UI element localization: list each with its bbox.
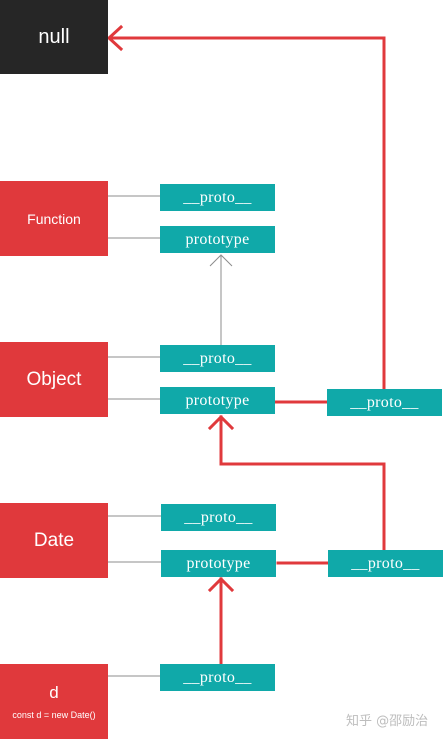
d-sublabel: const d = new Date() [12, 710, 96, 720]
object-prototype-box: prototype [160, 387, 275, 414]
function-prototype-arrowhead [209, 254, 233, 267]
object-node: Object [0, 342, 108, 417]
function-proto-box: __proto__ [160, 184, 275, 211]
d-node: d const d = new Date() [0, 664, 108, 739]
object-label: Object [26, 368, 82, 390]
date-label: Date [33, 529, 75, 551]
function-node: Function [0, 181, 108, 256]
date-proto-label: __proto__ [184, 508, 253, 526]
object-proto-box: __proto__ [160, 345, 275, 372]
function-label: Function [27, 210, 81, 227]
null-arrowhead [106, 24, 124, 52]
date-prototype-arrowhead [207, 576, 235, 593]
null-label: null [38, 25, 70, 48]
function-proto-label: __proto__ [183, 188, 252, 206]
date-prototype-box: prototype [161, 550, 276, 577]
function-prototype-label: prototype [185, 230, 250, 248]
date-prototype-proto-label: __proto__ [351, 554, 420, 572]
object-prototype-label: prototype [185, 391, 250, 409]
object-prototype-proto-box: __proto__ [327, 389, 442, 416]
d-proto-label: __proto__ [183, 668, 252, 686]
date-prototype-proto-to-object-prototype-line [219, 415, 386, 551]
object-proto-label: __proto__ [183, 349, 252, 367]
function-prototype-box: prototype [160, 226, 275, 253]
date-node: Date [0, 503, 108, 578]
date-prototype-proto-box: __proto__ [328, 550, 443, 577]
object-prototype-arrowhead [207, 414, 235, 431]
d-label: d [49, 683, 59, 702]
watermark: 知乎 @邵励治 [346, 714, 429, 729]
d-proto-box: __proto__ [160, 664, 275, 691]
object-prototype-proto-label: __proto__ [350, 393, 419, 411]
object-prototype-proto-to-null-line [108, 36, 386, 390]
date-prototype-label: prototype [186, 554, 251, 572]
null-node: null [0, 0, 108, 74]
date-proto-box: __proto__ [161, 504, 276, 531]
